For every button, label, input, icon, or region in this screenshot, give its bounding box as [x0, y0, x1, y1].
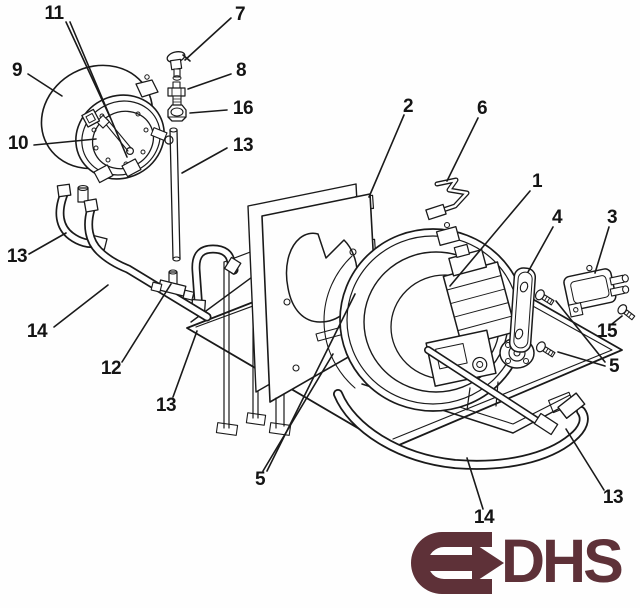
screw-15	[617, 304, 636, 321]
blower-assembly	[323, 221, 535, 412]
blower-motor	[442, 243, 517, 347]
screw-5b	[535, 341, 556, 358]
screw-5a	[534, 289, 555, 306]
hose-left-13	[55, 183, 108, 251]
hose-long-14	[83, 198, 212, 322]
burner-tube	[425, 177, 470, 221]
drain-valve-7	[166, 51, 191, 81]
tee-fitting-12	[150, 269, 195, 301]
mounting-bracket	[508, 267, 537, 353]
dhs-logo-arrow-icon	[426, 542, 504, 584]
nut-16	[167, 104, 187, 122]
dhs-logo-horseshoe	[411, 532, 492, 594]
leader-lines	[27, 17, 623, 510]
expansion-tank	[40, 64, 174, 203]
fitting-8	[167, 81, 186, 110]
hose-bottom	[333, 346, 589, 470]
sight-tube-13	[169, 127, 181, 262]
control-box	[563, 264, 630, 318]
dhs-logo-emblem	[411, 532, 504, 594]
